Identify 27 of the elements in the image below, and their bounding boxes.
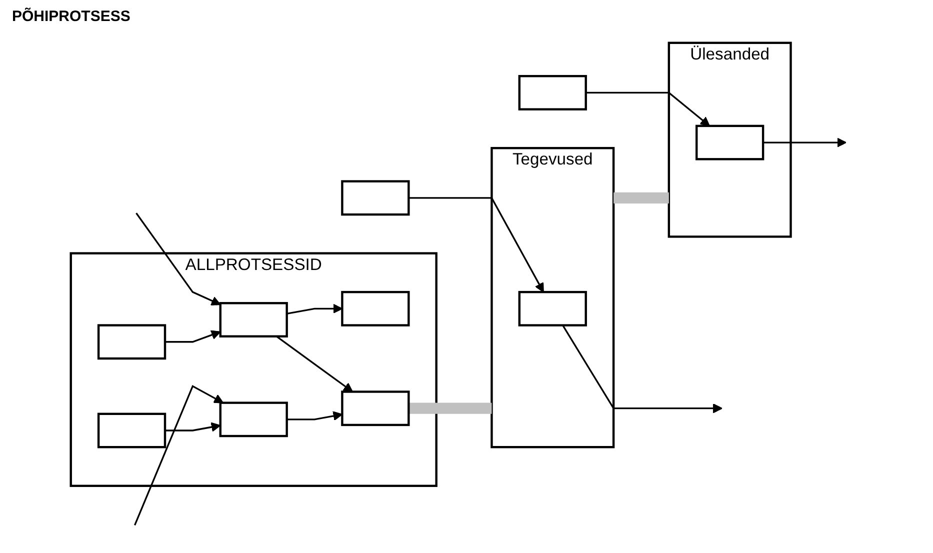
node-box <box>341 180 410 216</box>
node-box <box>518 290 588 326</box>
node-box <box>98 412 166 448</box>
arrow <box>134 385 224 526</box>
arrow <box>276 336 354 392</box>
connector <box>614 192 670 204</box>
arrow <box>586 92 710 126</box>
arrow <box>286 304 343 315</box>
arrow <box>763 138 847 148</box>
node-box <box>341 390 410 426</box>
node-box <box>341 290 410 326</box>
arrow <box>408 197 544 292</box>
arrow <box>136 212 222 306</box>
arrow <box>165 330 222 343</box>
arrow <box>562 324 723 414</box>
cluster: ALLPROTSESSID <box>70 252 438 487</box>
arrow <box>165 422 222 432</box>
node-box <box>220 402 288 438</box>
node-box <box>518 74 588 110</box>
cluster: Tegevused <box>490 146 615 448</box>
node-box <box>220 302 288 338</box>
title: PÕHIPROTSESS <box>12 8 130 25</box>
node-box <box>696 124 764 160</box>
cluster: Ülesanded <box>668 42 792 238</box>
connector <box>408 402 492 414</box>
node-box <box>98 324 166 360</box>
arrow <box>287 411 343 421</box>
